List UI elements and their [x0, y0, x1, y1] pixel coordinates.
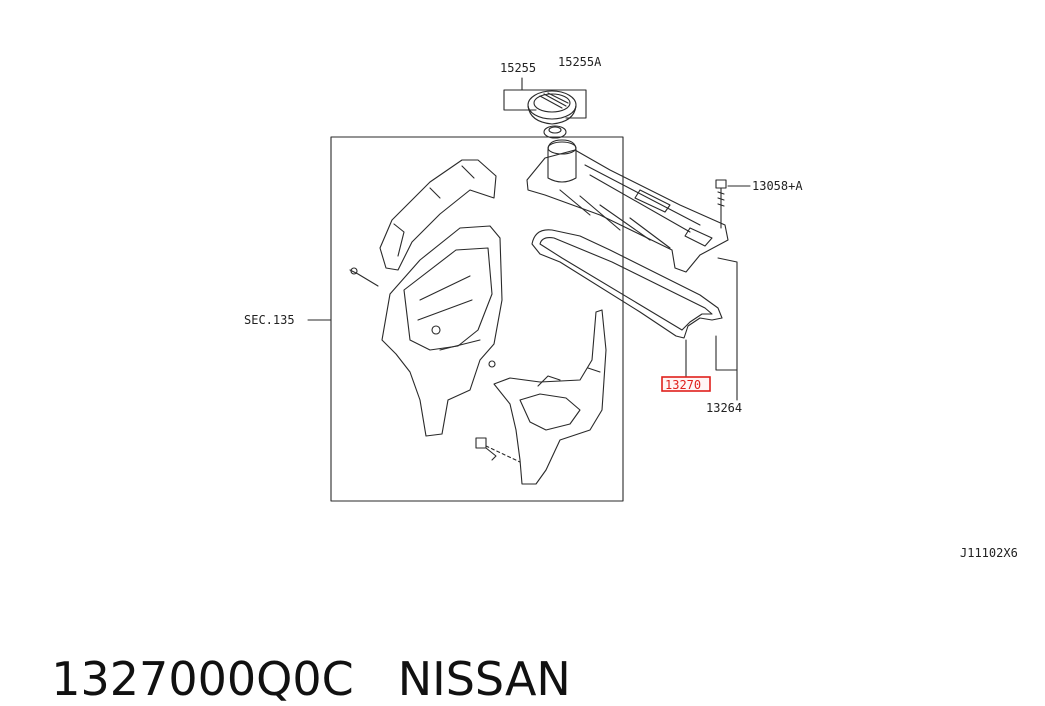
cover-bracket — [715, 257, 738, 401]
part-caption: 1327000Q0C NISSAN — [22, 598, 571, 706]
parts-diagram: 15255 15255A 13058+A SEC.135 13270 13264… — [244, 55, 1018, 560]
label-13270[interactable]: 13270 — [665, 378, 701, 392]
oil-filler-cap — [527, 90, 577, 125]
label-13058a: 13058+A — [752, 179, 803, 193]
label-sec135: SEC.135 — [244, 313, 295, 327]
part-highlight-box — [661, 376, 711, 392]
cap-gasket — [543, 125, 567, 139]
valve-cover-gasket — [531, 229, 723, 339]
part-number: 1327000Q0C — [51, 652, 354, 706]
label-15255a: 15255A — [558, 55, 602, 69]
label-15255: 15255 — [500, 61, 536, 75]
small-clip — [349, 267, 379, 287]
brand-name: NISSAN — [397, 652, 571, 706]
upper-timing-cover — [379, 159, 497, 271]
diagram-reference: J11102X6 — [960, 546, 1018, 560]
label-13264: 13264 — [706, 401, 742, 415]
section-box — [330, 136, 624, 502]
cover-bolt — [715, 179, 727, 229]
valve-cover — [526, 139, 729, 273]
lower-timing-cover — [493, 309, 607, 485]
cover-screw — [475, 437, 521, 463]
timing-cover — [381, 225, 503, 437]
gasket-inner — [539, 237, 713, 331]
cap-bracket — [503, 77, 587, 119]
